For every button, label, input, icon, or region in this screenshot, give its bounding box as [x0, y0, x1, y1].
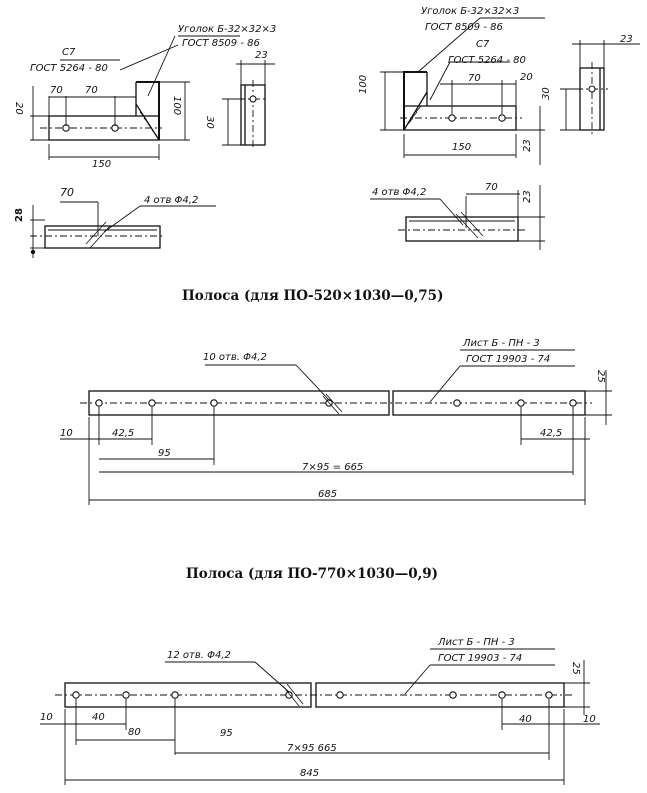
strip1-sheet-label-1: Лист Б - ПН - 3	[462, 338, 540, 349]
left-dim-28: 28	[14, 208, 25, 222]
right-angle-label-2: ГОСТ 8509 - 86	[425, 22, 503, 33]
strip1-sheet-label-2: ГОСТ 19903 - 74	[466, 354, 550, 365]
right-steel-label-1: С7	[476, 39, 490, 50]
right-dim-70-bottom: 70	[485, 182, 498, 193]
left-angle-label-1: Уголок Б-32×32×3	[178, 24, 276, 35]
right-dim-20: 20	[520, 72, 533, 83]
bracket-right-bottom-view	[370, 185, 545, 250]
right-steel-label-2: ГОСТ 5264 - 80	[448, 55, 526, 66]
right-dim-23-top: 23	[620, 34, 633, 45]
left-dim-70-a: 70	[50, 85, 63, 96]
left-holes-label: 4 отв Φ4,2	[144, 195, 198, 206]
right-dim-23-bottom: 23	[522, 190, 533, 203]
left-dim-70-b: 70	[85, 85, 98, 96]
right-angle-label-1: Уголок Б-32×32×3	[421, 6, 519, 17]
bracket-right-side-view	[560, 40, 640, 136]
left-dim-23: 23	[255, 50, 268, 61]
strip2-dim-pitch: 7×95 665	[287, 743, 337, 754]
bracket-left-side-view	[222, 60, 275, 150]
strip2-dim-total: 845	[300, 768, 319, 779]
strip1-dim-pitch: 7×95 = 665	[302, 462, 363, 473]
left-dim-100: 100	[171, 96, 182, 115]
strip1-title: Полоса (для ПО-520×1030—0,75)	[182, 288, 443, 304]
strip1-dim-42-5-left: 42,5	[112, 428, 134, 439]
strip2-sheet-label-1: Лист Б - ПН - 3	[437, 637, 515, 648]
left-steel-label-1: С7	[62, 47, 76, 58]
strip2-holes-label: 12 отв. Φ4,2	[167, 650, 231, 661]
bracket-left-top-view	[30, 35, 240, 160]
strip2-dim-25: 25	[570, 662, 581, 675]
right-dim-70: 70	[468, 73, 481, 84]
strip2-title: Полоса (для ПО-770×1030—0,9)	[186, 566, 438, 582]
left-steel-label-2: ГОСТ 5264 - 80	[30, 63, 108, 74]
right-dim-23: 23	[522, 139, 533, 152]
strip2-dim-40-right: 40	[519, 714, 532, 725]
strip2-dim-95: 95	[220, 728, 233, 739]
strip1-dim-95: 95	[158, 448, 171, 459]
strip1-holes-label: 10 отв. Φ4,2	[203, 352, 267, 363]
right-dim-30: 30	[541, 87, 552, 100]
strip2-dim-10-left: 10	[40, 712, 53, 723]
strip1-drawing	[60, 349, 612, 505]
right-holes-label: 4 отв Φ4,2	[372, 187, 426, 198]
strip1-dim-10: 10	[60, 428, 73, 439]
left-dim-30: 30	[204, 116, 215, 129]
strip2-sheet-label-2: ГОСТ 19903 - 74	[438, 653, 522, 664]
left-dim-150: 150	[92, 159, 111, 170]
strip2-dim-80: 80	[128, 727, 141, 738]
strip2-drawing	[40, 648, 600, 785]
strip1-dim-42-5-right: 42,5	[540, 428, 562, 439]
bracket-left-bottom-view	[30, 201, 216, 258]
left-dim-70-bottom: 70	[60, 186, 74, 199]
left-dim-20a: 20	[13, 102, 24, 115]
strip1-dim-25: 25	[595, 370, 606, 383]
bracket-right-top-view	[380, 17, 545, 165]
right-dim-100: 100	[358, 75, 369, 94]
strip2-dim-10-right: 10	[583, 714, 596, 725]
strip2-dim-40-left: 40	[92, 712, 105, 723]
right-dim-150: 150	[452, 142, 471, 153]
left-angle-label-2: ГОСТ 8509 - 86	[182, 38, 260, 49]
strip1-dim-total: 685	[318, 489, 337, 500]
